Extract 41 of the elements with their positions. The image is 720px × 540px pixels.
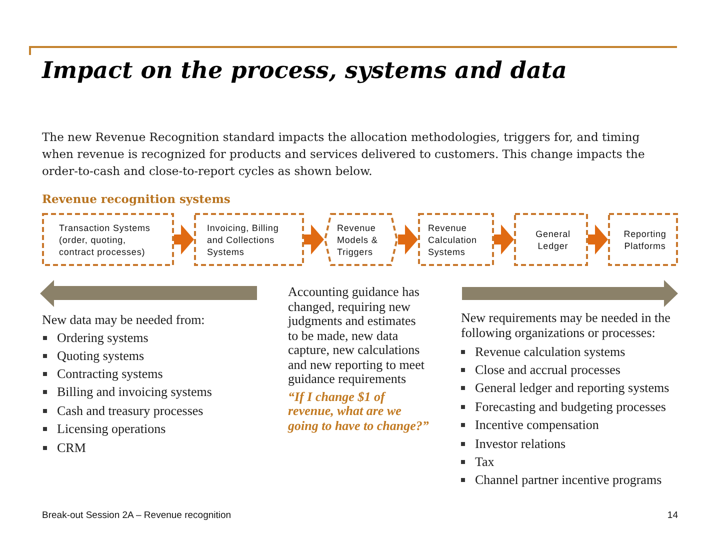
- process-box: [42, 213, 174, 266]
- box-label: Transaction Systems (order, quoting, contract processes): [59, 222, 152, 258]
- section-heading: Revenue recognition systems: [42, 191, 230, 207]
- slide-title: Impact on the process, systems and data: [42, 56, 567, 86]
- list-item: Incentive compensation: [475, 417, 599, 433]
- arrow: [494, 224, 514, 254]
- arrow: [398, 224, 418, 254]
- list-item: Forecasting and budgeting processes: [475, 399, 666, 415]
- process-box: [608, 213, 678, 266]
- page-number: 14: [666, 510, 678, 522]
- list-item: Channel partner incentive programs: [475, 472, 662, 488]
- process-box: [194, 213, 304, 266]
- list-item: Revenue calculation systems: [475, 344, 626, 360]
- box-label: Invoicing, Billing and Collections Systems: [207, 222, 280, 258]
- list-item: Contracting systems: [57, 366, 163, 382]
- list-item: Billing and invoicing systems: [57, 384, 212, 400]
- list-item: Quoting systems: [57, 348, 144, 364]
- box-label: General Ledger: [534, 228, 572, 252]
- list-item: Close and accrual processes: [475, 362, 620, 378]
- list-heading: New requirements may be needed in the following organizations or processes:: [461, 311, 672, 340]
- process-box: [514, 213, 588, 266]
- box-label: Revenue Models & Triggers: [337, 222, 379, 258]
- list-item: Investor relations: [475, 436, 566, 452]
- list-heading: New data may be needed from:: [42, 312, 205, 328]
- footer-text: Break-out Session 2A – Revenue recognition: [42, 510, 232, 522]
- process-box: [418, 213, 494, 266]
- list-item: Cash and treasury processes: [57, 403, 204, 419]
- list-item: General ledger and reporting systems: [475, 380, 670, 396]
- box-label: Revenue Calculation Systems: [428, 222, 478, 258]
- list-item: Licensing operations: [57, 421, 166, 437]
- list-item: Tax: [475, 454, 494, 470]
- quote: “If I change $1 of revenue, what are we going to have to change?”: [288, 390, 429, 433]
- arrow: [304, 224, 324, 254]
- list-item: Ordering systems: [57, 330, 148, 346]
- arrow: [588, 224, 608, 254]
- paragraph: Accounting guidance has changed, requiring new judgments and estimates to be made, new data capture, new calculations and new reporting to meet guidance requirements: [288, 285, 426, 386]
- arrow: [174, 224, 194, 254]
- hexagon-box: [324, 213, 398, 266]
- list-item: CRM: [57, 440, 86, 456]
- intro-paragraph: The new Revenue Recognition standard impacts the allocation methodologies, triggers for, and timing when revenue is recognized for products and services delivered to customers. This change impacts the order-to-cash and close-to-report cycles as shown below.: [42, 129, 646, 180]
- box-label: Reporting Platforms: [622, 228, 668, 252]
